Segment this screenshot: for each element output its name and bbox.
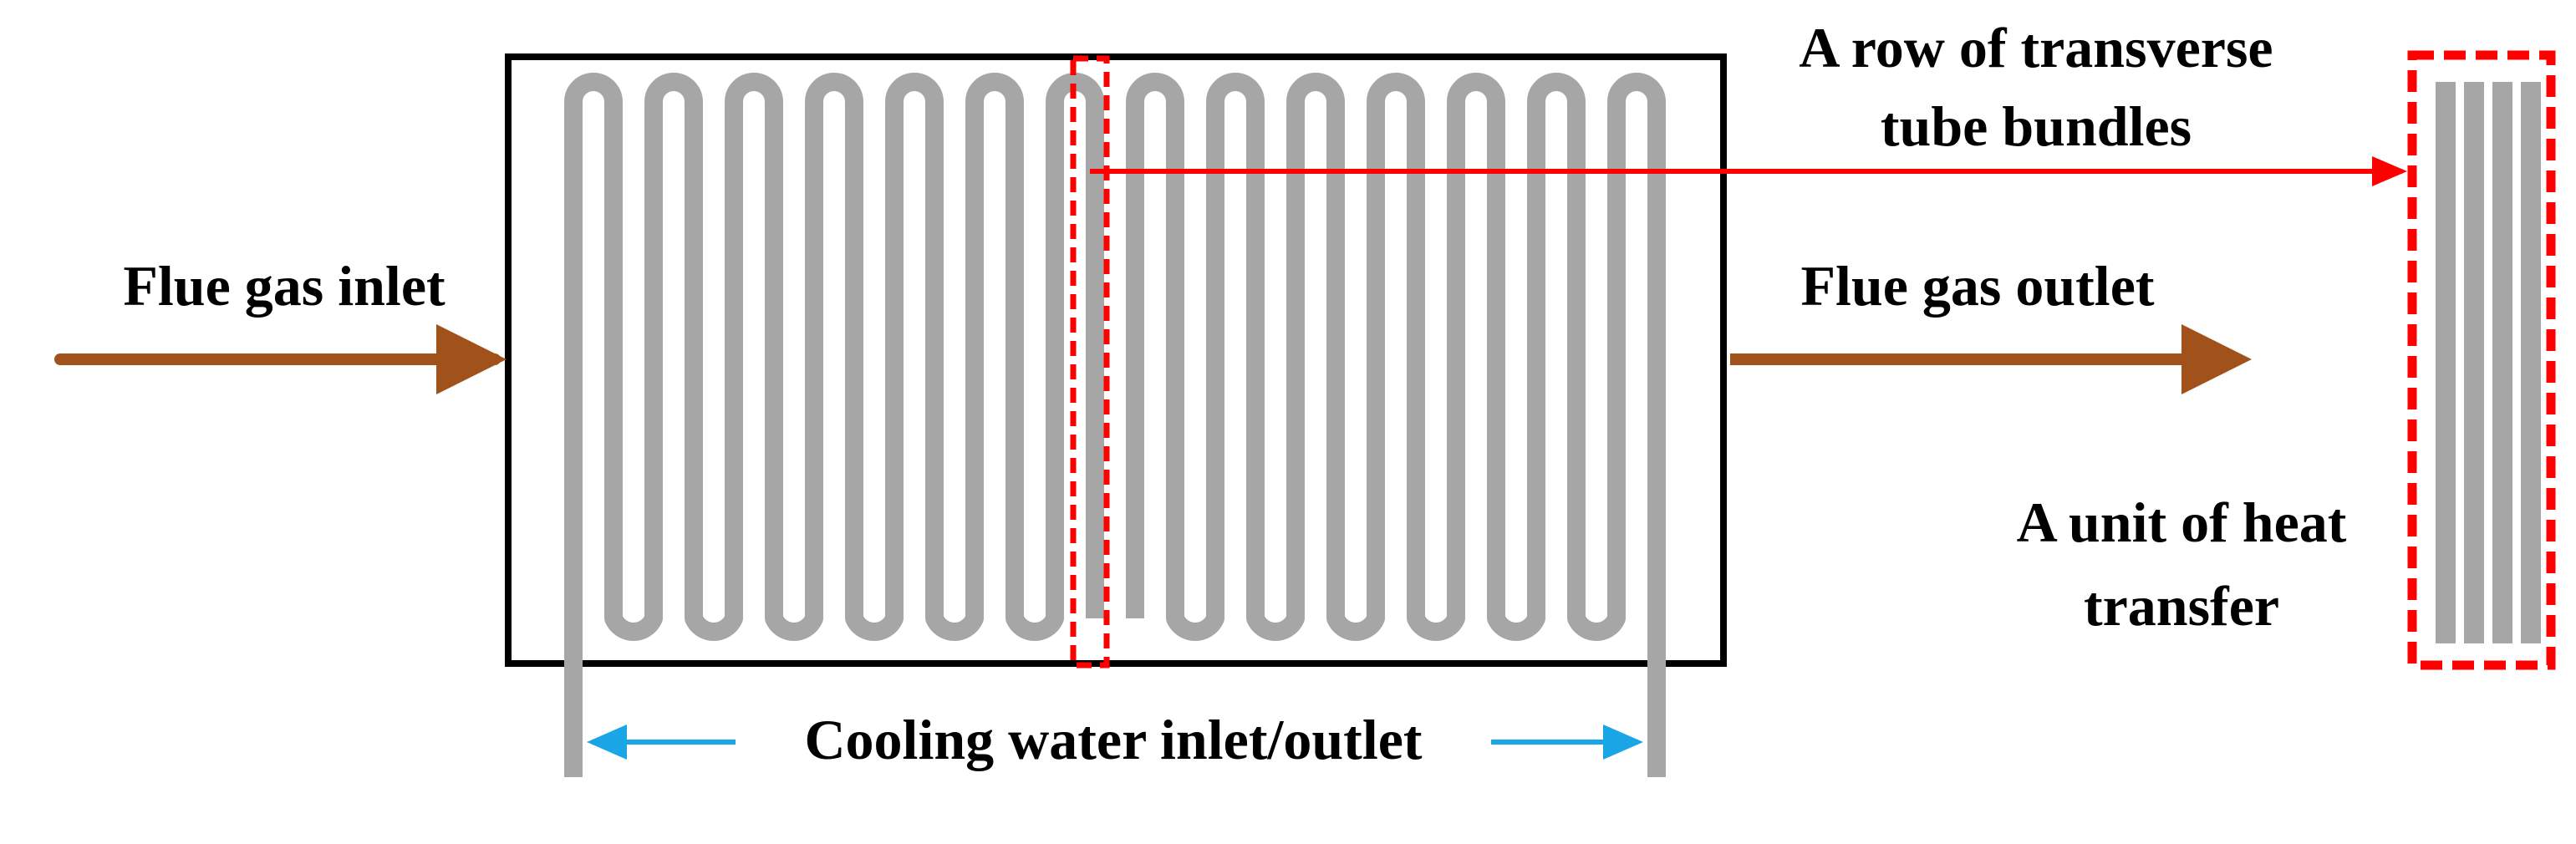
exchanger-housing: [505, 53, 1727, 667]
unit-tube: [2492, 82, 2512, 643]
heat-transfer-unit-label-line1: A unit of heat: [2017, 491, 2347, 554]
cooling-water-label: Cooling water inlet/outlet: [804, 708, 1422, 771]
serpentine-tube-left: [564, 73, 1104, 777]
unit-tube: [2436, 82, 2456, 643]
unit-tube: [2464, 82, 2484, 643]
tube-row-label-line2: tube bundles: [1881, 94, 2192, 158]
unit-tube: [2521, 82, 2541, 643]
flue-gas-outlet-label: Flue gas outlet: [1800, 254, 2154, 318]
flue-gas-inlet-label: Flue gas inlet: [123, 254, 445, 318]
serpentine-tube-right: [1126, 73, 1666, 777]
tube-row-label-line1: A row of transverse: [1799, 16, 2273, 79]
heat-transfer-unit-label-line2: transfer: [2084, 574, 2279, 638]
heat-transfer-unit-box: [2407, 50, 2556, 670]
heat-transfer-unit-tubes: [2436, 82, 2541, 643]
tube-row-highlight: [1070, 55, 1110, 669]
